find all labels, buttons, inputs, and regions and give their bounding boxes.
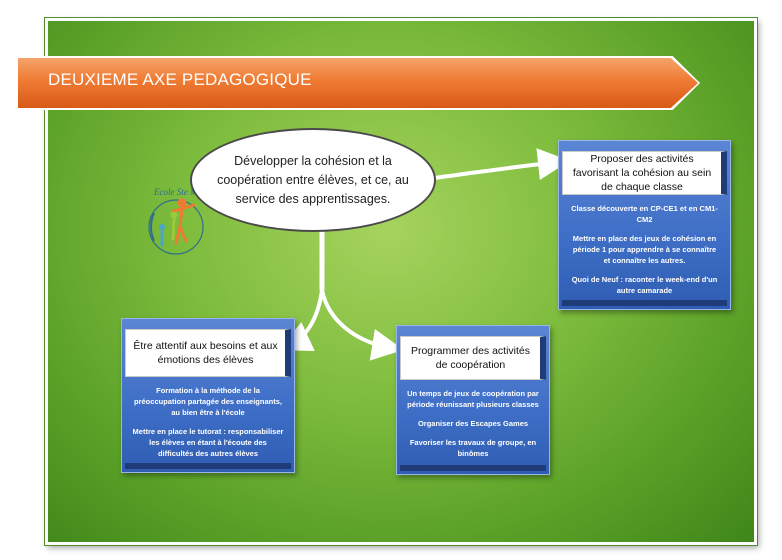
- card-item: Classe découverte en CP-CE1 et en CM1-CM…: [571, 204, 718, 224]
- card-body: Classe découverte en CP-CE1 et en CM1-CM…: [559, 195, 730, 296]
- logo-lettering: Ecole Ste Marie: [153, 187, 212, 197]
- card-title: Être attentif aux besoins et aux émotion…: [125, 329, 291, 377]
- card-item: Favoriser les travaux de groupe, en binô…: [409, 438, 537, 458]
- card-item: Formation à la méthode de la préoccupati…: [134, 386, 282, 417]
- card-body: Un temps de jeux de coopération par péri…: [397, 380, 549, 459]
- card-cooperation: Programmer des activités de coopération …: [396, 325, 550, 475]
- banner-title: DEUXIEME AXE PEDAGOGIQUE: [48, 70, 312, 89]
- school-logo: Ecole Ste Marie: [148, 187, 212, 255]
- card-item: Quoi de Neuf : raconter le week-end d'un…: [571, 275, 718, 295]
- card-item: Organiser des Escapes Games: [417, 419, 529, 428]
- card-item: Mettre en place le tutorat : responsabil…: [132, 427, 284, 458]
- card-item: Mettre en place des jeux de cohésion en …: [572, 234, 717, 265]
- card-title: Programmer des activités de coopération: [400, 336, 546, 380]
- card-cohesion-classe: Proposer des activités favorisant la coh…: [558, 140, 731, 310]
- title-banner: [18, 58, 698, 108]
- card-item: Un temps de jeux de coopération par péri…: [407, 389, 539, 409]
- card-body: Formation à la méthode de la préoccupati…: [122, 377, 294, 459]
- central-objective: Développer la cohésion et la coopération…: [190, 128, 436, 232]
- central-objective-text: Développer la cohésion et la coopération…: [217, 153, 409, 206]
- card-besoins-emotions: Être attentif aux besoins et aux émotion…: [121, 318, 295, 473]
- card-title: Proposer des activités favorisant la coh…: [562, 151, 727, 195]
